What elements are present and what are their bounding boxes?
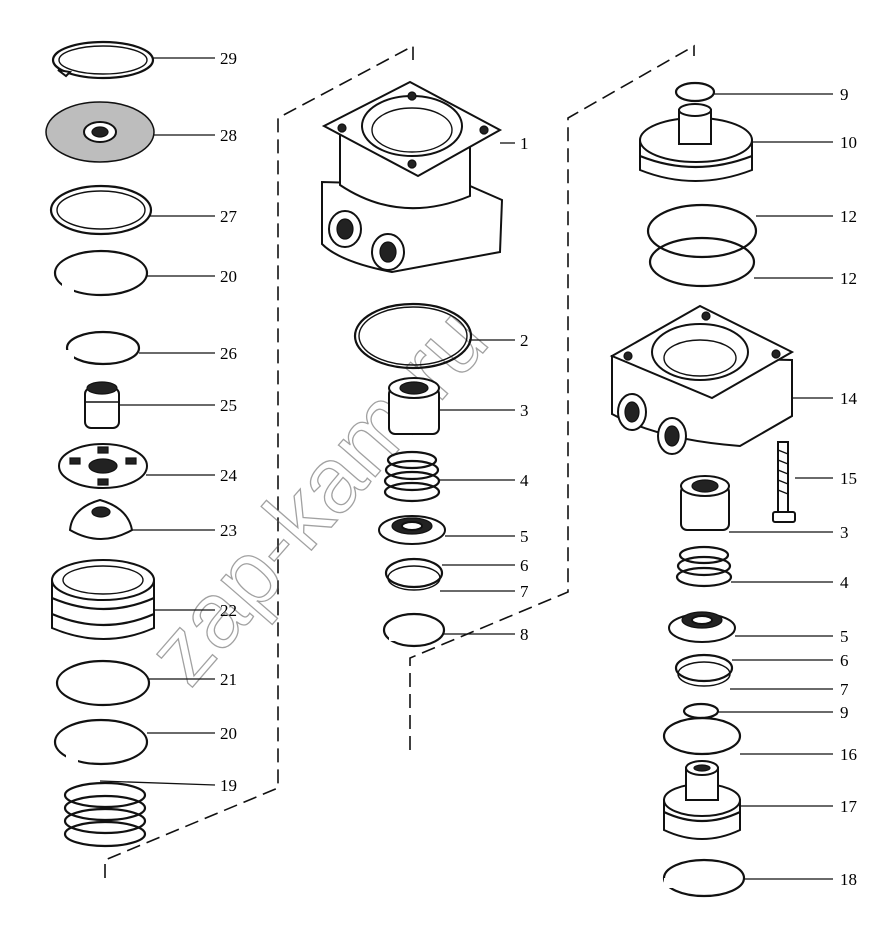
callout-12-a: 12 (840, 207, 857, 226)
callout-14: 14 (840, 389, 858, 408)
part-5-valve-seat-mid (378, 515, 446, 545)
callout-20-top: 20 (220, 267, 237, 286)
callout-19: 19 (220, 776, 237, 795)
leader-lines (99, 57, 833, 880)
callout-labels: 29 28 27 20 26 25 24 23 22 21 20 19 1 2 … (220, 49, 858, 889)
callout-8: 8 (520, 625, 529, 644)
part-20-ring-bottom (53, 718, 149, 766)
callout-24: 24 (220, 466, 238, 485)
callout-7-right: 7 (840, 680, 849, 699)
part-23-cone (68, 498, 134, 540)
part-29-snap-ring (51, 40, 155, 80)
callout-4-mid: 4 (520, 471, 529, 490)
part-20-ring-top (53, 249, 149, 297)
callout-12-b: 12 (840, 269, 857, 288)
part-8-retaining-clip (382, 612, 446, 648)
callout-2: 2 (520, 331, 529, 350)
part-10-piston-cap (639, 103, 753, 182)
part-17-cap-nut (663, 760, 741, 840)
part-4-spring-right (675, 545, 733, 588)
callout-15: 15 (840, 469, 857, 488)
callout-10: 10 (840, 133, 857, 152)
callout-16: 16 (840, 745, 857, 764)
part-15-bolt (772, 441, 796, 523)
part-9-small-ring-bottom (682, 702, 720, 720)
callout-6-mid: 6 (520, 556, 529, 575)
part-24-valve-plate (58, 443, 148, 489)
callout-21: 21 (220, 670, 237, 689)
part-9-small-ring-top (674, 81, 716, 103)
part-3-bushing-right (680, 475, 730, 531)
part-25-plunger (84, 381, 120, 429)
callout-26: 26 (220, 344, 237, 363)
part-18-snap-ring (662, 858, 746, 898)
callout-20-bottom: 20 (220, 724, 237, 743)
callout-3-mid: 3 (520, 401, 529, 420)
part-28-cup (45, 101, 155, 163)
part-22-piston (51, 559, 155, 640)
callout-9-bottom: 9 (840, 703, 849, 722)
part-21-o-ring (55, 659, 151, 707)
part-26-circlip (64, 330, 141, 366)
callout-1: 1 (520, 134, 529, 153)
callout-7-mid: 7 (520, 582, 529, 601)
part-19-spring (63, 781, 147, 848)
callout-6-right: 6 (840, 651, 849, 670)
callout-18: 18 (840, 870, 857, 889)
callout-4-right: 4 (840, 573, 849, 592)
part-6-7-rings-mid (384, 557, 444, 591)
callout-17: 17 (840, 797, 858, 816)
callout-25: 25 (220, 396, 237, 415)
part-27-ring (49, 184, 153, 236)
callout-23: 23 (220, 521, 237, 540)
part-1-housing (321, 80, 504, 274)
callout-5-mid: 5 (520, 527, 529, 546)
callout-3-right: 3 (840, 523, 849, 542)
callout-9-top: 9 (840, 85, 849, 104)
part-4-spring-mid (383, 450, 441, 503)
part-3-bushing-mid (388, 377, 440, 435)
group-outline-right (409, 44, 695, 750)
callout-29: 29 (220, 49, 237, 68)
callout-28: 28 (220, 126, 237, 145)
part-16-o-ring (662, 716, 742, 756)
part-2-o-ring (353, 302, 473, 370)
part-14-valve-body (609, 304, 795, 455)
callout-22: 22 (220, 601, 237, 620)
callout-27: 27 (220, 207, 238, 226)
part-5-valve-seat-right (668, 611, 736, 643)
callout-5-right: 5 (840, 627, 849, 646)
part-6-7-rings-right (674, 653, 734, 687)
group-outline-left (104, 44, 414, 878)
part-12-rings-right (646, 203, 758, 288)
